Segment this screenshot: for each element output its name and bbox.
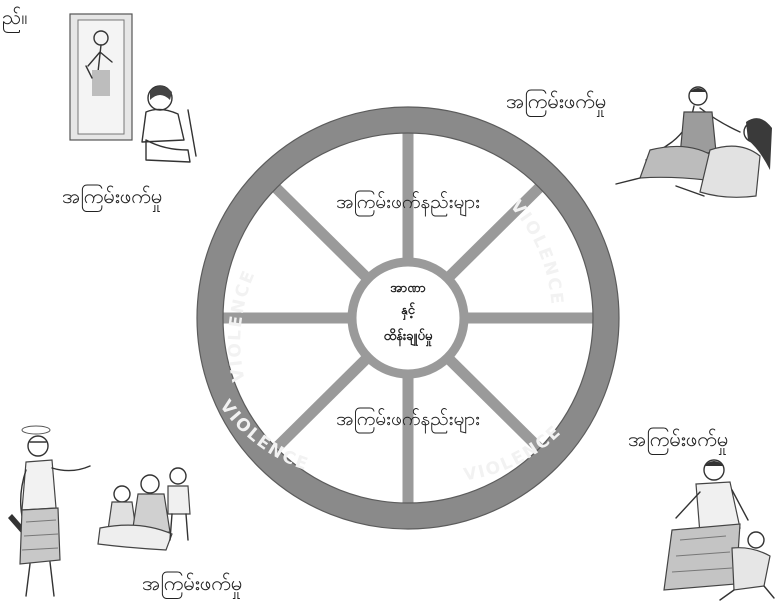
drunk-legs — [26, 562, 54, 596]
man2-sarong — [664, 524, 740, 590]
child2-head — [170, 468, 186, 484]
wheel-hub — [352, 262, 464, 374]
scene-label-bottom-right: အကြမ်းဖက်မှု — [628, 427, 728, 455]
woman-skirt — [146, 140, 190, 162]
wheel: VIOLENCE VIOLENCE အာဏာ နှင့် ထိန်းချုပ်မ… — [177, 107, 619, 529]
child1-head — [114, 486, 130, 502]
drunk-shirt — [22, 460, 56, 510]
scene-label-top-left: အကြမ်းဖက်မှု — [62, 184, 162, 212]
hub-line-1: အာဏာ — [390, 281, 426, 296]
scene-bottom-right-illustration — [664, 460, 774, 600]
victim-dress — [700, 146, 760, 197]
man-sarong — [92, 70, 110, 96]
attacker-leg — [616, 178, 640, 184]
scene-label-bottom-left: အကြမ်းဖက်မှု — [142, 571, 242, 599]
child2-body — [168, 486, 190, 514]
child2-legs — [170, 514, 188, 540]
man2-hair — [704, 461, 724, 466]
inner-label-top: အကြမ်းဖက်နည်းများ — [336, 189, 480, 217]
corner-caption: ည်။ — [2, 5, 27, 33]
wall-edge — [188, 110, 196, 156]
mother-head — [141, 475, 159, 493]
scene-top-right-illustration — [616, 87, 772, 197]
scene-label-top-right: အကြမ်းဖက်မှု — [506, 89, 606, 117]
girl-dress — [732, 548, 770, 590]
drunk-head — [28, 436, 48, 456]
dizzy-halo — [22, 426, 50, 434]
girl-head — [748, 532, 764, 548]
inner-label-bottom: အကြမ်းဖက်နည်းများ — [336, 406, 480, 434]
woman-body — [142, 109, 184, 142]
scene-top-left-illustration — [70, 14, 196, 162]
